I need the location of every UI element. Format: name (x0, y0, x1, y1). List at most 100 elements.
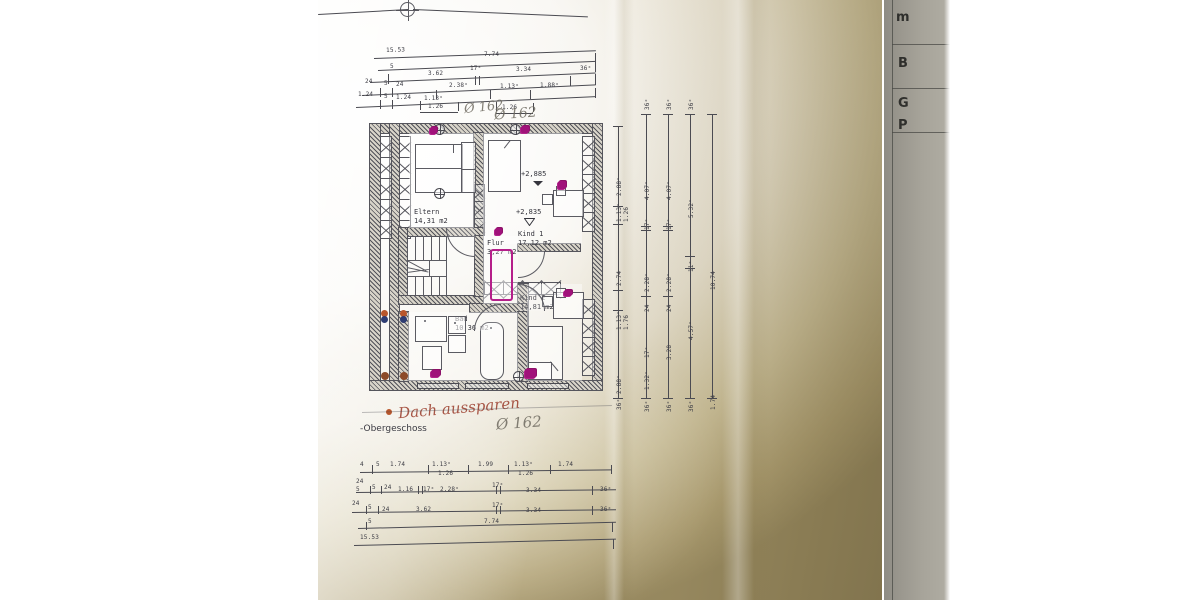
dim-right-c5-1: 1.74 (710, 394, 717, 410)
room-name: Kind 1 (518, 230, 544, 238)
dim-right-c4-2: 11ˣ (688, 260, 695, 272)
dim-bot-r1-0: 4 (360, 461, 364, 468)
dim-right-c3-3: 2.28ˣ (666, 272, 673, 292)
paper-crease (604, 0, 634, 600)
dim-bot-r2-4: 1.16 (398, 486, 414, 493)
dim-bot-r1-1: 5 (376, 461, 380, 468)
annotation-d162-b: Ø 162 (493, 104, 538, 124)
dim-bot-r4-0: 5 (368, 518, 372, 525)
dim-top-r4-2: 24 (396, 81, 404, 88)
dim-right-c3-5: 3.28 (666, 344, 673, 360)
dim-right-c2-4: 24 (644, 304, 651, 312)
room-area: 14,31 m2 (414, 217, 448, 225)
wall-cavity (380, 199, 392, 221)
dim-bot-r1-3: 1.13ˣ (432, 461, 452, 468)
dim-top-r4-0: 24 (365, 78, 373, 85)
dim-bot-r3-2: 24 (382, 506, 390, 513)
adjacent-sheet-title-block: m B G P (884, 0, 950, 600)
wall-cavity (582, 337, 595, 357)
dim-bot-r5-0: 15.53 (360, 534, 380, 541)
dim-right-c1-3: 2.74 (616, 270, 623, 286)
furniture-wc (422, 346, 442, 370)
dim-right-c3-2: 17ˣ (666, 218, 673, 230)
room-name: Flur (487, 239, 504, 247)
dim-right-c1-6: 2.88ˣ (616, 374, 623, 394)
dim-right-c1-2: 1.26 (623, 206, 630, 222)
dim-top-r5-5: 1.26 (502, 104, 518, 111)
furniture-nightstand (461, 142, 476, 170)
dim-right-c4-3: 4.57ˣ (688, 320, 695, 340)
furniture-nightstand-2 (461, 169, 476, 193)
title-block-char-1: m (896, 10, 910, 25)
dim-bot-r2-3: 24 (384, 484, 392, 491)
wall-cavity (582, 318, 595, 338)
window-symbol-icon (513, 371, 524, 382)
marker-magenta (558, 181, 566, 189)
dim-right-c2-7: 36ˣ (644, 400, 651, 412)
dim-top-r3-1: 3.62 (428, 70, 444, 77)
door-eltern (446, 228, 475, 257)
annotation-d162-c: Ø 162 (495, 412, 543, 434)
dim-bot-r3-4: 17ˣ (492, 502, 504, 509)
wall-flur-left (474, 235, 484, 297)
dim-right-c4-4: 36ˣ (688, 400, 695, 412)
wall-cavity (582, 136, 595, 156)
dim-right-c2-0: 36ˣ (644, 98, 651, 110)
dim-top-r5-4: 1.26 (428, 103, 444, 110)
window-opening (527, 383, 569, 389)
title-block-char-3: G (898, 96, 909, 111)
dim-right-c2-3: 2.28ˣ (644, 272, 651, 292)
marker-stair-opening (490, 249, 513, 301)
dim-bot-r2-1: 5 (356, 486, 360, 493)
wall-bottom (369, 380, 603, 391)
dim-right-c2-5: 17ˣ (644, 346, 651, 358)
wall-eltern-south (398, 227, 484, 237)
elevation-marker-lower: +2,835 (516, 208, 541, 216)
dim-bot-r1-2: 1.74 (390, 461, 406, 468)
marker-magenta (564, 290, 572, 296)
wall-bad-left (398, 311, 409, 382)
marker-dot-orange (400, 372, 408, 380)
marker-dot-orange (381, 372, 389, 380)
dim-top-r5-0: 1.24 (358, 91, 374, 98)
furniture-bed-kind1 (488, 140, 521, 192)
dim-bot-r2-2: 5 (372, 484, 376, 491)
dim-right-c2-1: 4.07ˣ (644, 180, 651, 200)
dim-bot-r2-9: 36ˣ (600, 486, 612, 493)
sheet-caption: -Obergeschoss (360, 424, 427, 434)
marker-dot-orange (400, 310, 407, 317)
wall-left-outer (369, 123, 381, 391)
window-symbol-icon (434, 188, 445, 199)
marker-dot-orange (381, 310, 388, 317)
wall-cavity (380, 220, 392, 239)
dim-bot-r2-0: 24 (356, 478, 364, 485)
dim-right-c1-7: 36ˣ (616, 398, 623, 410)
paper-crease-2 (722, 0, 770, 600)
furniture-sink-1 (448, 316, 466, 334)
dim-right-c4-0: 36ˣ (688, 98, 695, 110)
dim-top-r3-0: 5 (390, 63, 394, 70)
furniture-chair-kind1 (542, 194, 553, 205)
door-kind1 (518, 251, 545, 278)
marker-dot-blue (400, 316, 407, 323)
dim-right-c1-0: 2.88ˣ (616, 176, 623, 196)
dim-right-c1-5: 1.76 (623, 314, 630, 330)
dim-bot-r2-7: 17ˣ (492, 482, 504, 489)
room-label-eltern: Eltern 14,31 m2 (414, 208, 448, 226)
marker-magenta (430, 127, 437, 134)
dim-top-r3-3: 3.34 (516, 66, 532, 73)
elevation-value: +2,885 (521, 170, 547, 178)
marker-dot-note (386, 409, 392, 415)
elevation-marker-upper: +2,885 (521, 170, 546, 178)
dim-top-r4-1: 5 (384, 80, 388, 87)
dim-bot-r1b-1: 1.26 (518, 470, 534, 477)
wall-left-inner (389, 123, 400, 391)
dim-bot-r3-1: 5 (368, 504, 372, 511)
wall-cavity (380, 157, 392, 179)
marker-magenta (525, 369, 536, 378)
dim-top-r5-2: 1.24 (396, 94, 412, 101)
dim-top-r4-4: 1.13ˣ (500, 83, 520, 90)
elevation-triangle-filled-icon (533, 181, 543, 186)
wall-cavity (582, 155, 595, 175)
furniture-sink-2 (448, 335, 466, 353)
